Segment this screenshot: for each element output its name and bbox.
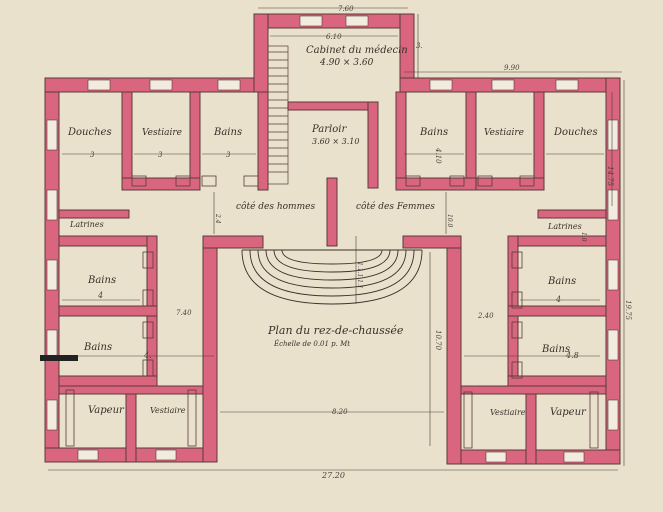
pencil-mark <box>40 355 78 361</box>
room-label-vestiaire-left: Vestiaire <box>142 128 182 138</box>
room-label-vestiaire-bottom-right: Vestiaire <box>490 408 526 417</box>
windows <box>46 15 619 463</box>
room-label-bains-top-left: Bains <box>213 127 242 138</box>
dim-right-wing-width: 9.90 <box>504 64 520 72</box>
room-label-bains-r2: Bains <box>541 344 570 355</box>
room-label-douches-right: Douches <box>553 127 598 138</box>
dim-right-mid: 4.10 <box>434 147 442 164</box>
room-label-vestiaire-bottom-left: Vestiaire <box>150 406 186 415</box>
dim-small-a: 2.4 <box>214 213 221 224</box>
dim-courtyard-depth: 10.70 <box>434 330 442 351</box>
dim-right-outer: 14.75 <box>606 166 614 187</box>
dim-right-height: 19.75 <box>624 300 632 321</box>
room-label-bains-top-right: Bains <box>419 127 448 138</box>
room-label-vapeur-left: Vapeur <box>88 405 125 416</box>
dim-cabinet-inner: 6.10 <box>326 33 342 41</box>
dim-bains-left: 3 <box>226 151 231 159</box>
entrance-steps <box>241 249 423 305</box>
room-label-vapeur-right: Vapeur <box>550 407 587 418</box>
room-size-parloir: 3.60 × 3.10 <box>312 137 359 146</box>
plan-scale-note: Échelle de 0.01 p. Mt <box>273 339 350 348</box>
room-label-bains-r1: Bains <box>547 276 576 287</box>
label-cote-femmes: côté des Femmes <box>356 201 435 212</box>
dim-small-b: 1.0 <box>580 232 587 242</box>
dim-vestiaire-left: 3 <box>158 151 163 159</box>
dim-cabinet-height: 3. <box>416 42 423 50</box>
dim-bain-r1: 4 <box>555 295 561 304</box>
room-label-vestiaire-right: Vestiaire <box>484 128 524 138</box>
room-label-parloir: Parloir <box>311 124 347 135</box>
dim-top-cabinet: 7.60 <box>338 5 354 13</box>
plan-title: Plan du rez-de-chaussée <box>267 324 404 337</box>
room-size-cabinet: 4.90 × 3.60 <box>319 58 374 68</box>
room-label-cabinet: Cabinet du médecin <box>306 45 408 56</box>
room-label-latrines-left: Latrines <box>69 220 104 229</box>
dim-left-step: 7.40 <box>176 309 192 317</box>
staircase <box>267 45 289 185</box>
dim-bain-r2: 4.8 <box>565 351 579 360</box>
dimension-lines <box>48 7 625 471</box>
dim-bain-l2: 4. <box>143 351 152 360</box>
room-label-latrines-right: Latrines <box>547 222 582 231</box>
label-cote-hommes: côté des hommes <box>236 201 315 212</box>
room-label-bains-l2: Bains <box>83 342 112 353</box>
dim-small-c: 10.0 <box>446 214 453 228</box>
dim-total-width: 27.20 <box>321 471 345 480</box>
dim-bain-l1: 4 <box>97 291 103 300</box>
dim-steps: 1.1.1.1.1 <box>356 262 363 289</box>
room-label-douches-left: Douches <box>67 127 112 138</box>
room-label-bains-l1: Bains <box>87 275 116 286</box>
dim-douches-left: 3 <box>90 151 95 159</box>
dim-courtyard-width: 8.20 <box>332 408 348 416</box>
dim-right-step: 2.40 <box>477 312 494 320</box>
